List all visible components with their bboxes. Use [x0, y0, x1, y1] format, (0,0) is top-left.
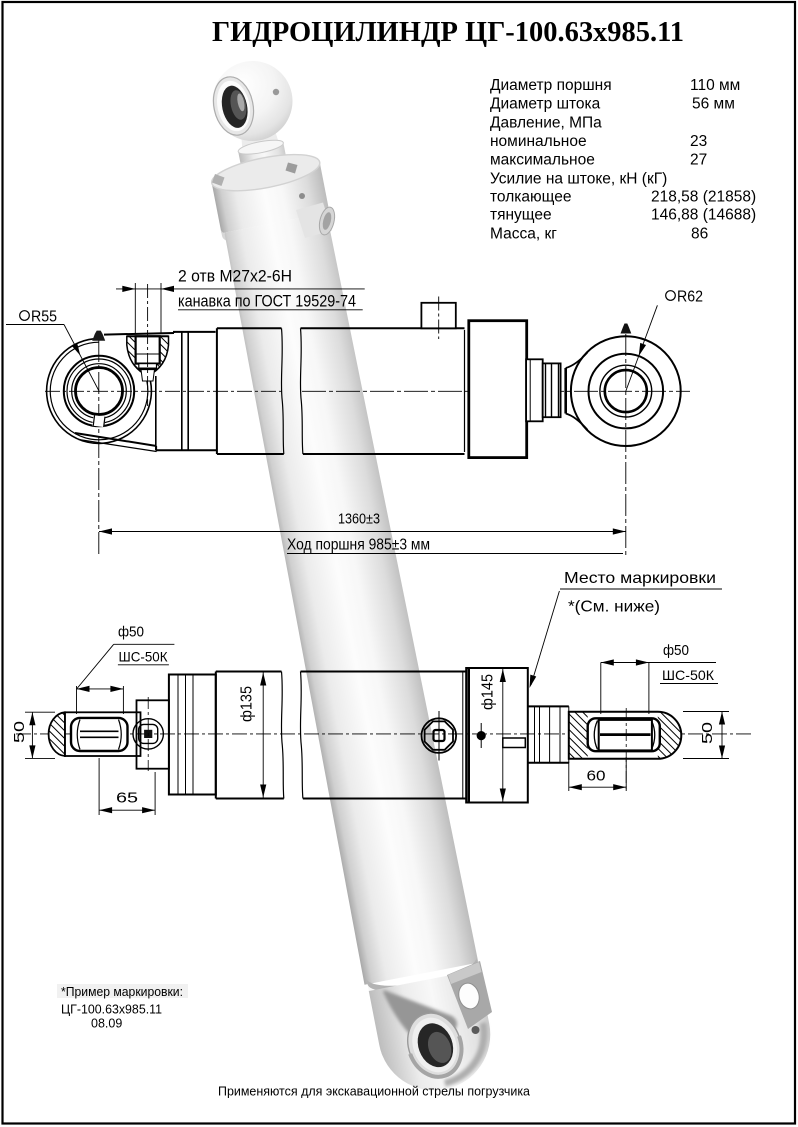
svg-text:60: 60	[587, 768, 606, 785]
svg-text:*Пример маркировки:: *Пример маркировки:	[61, 985, 183, 999]
svg-text:110 мм: 110 мм	[690, 77, 740, 94]
svg-text:Давление, МПа: Давление, МПа	[490, 115, 602, 132]
svg-text:50: 50	[11, 721, 28, 743]
svg-text:218,58 (21858): 218,58 (21858)	[651, 189, 756, 206]
svg-text:Ход поршня 985±3 мм: Ход поршня 985±3 мм	[287, 537, 430, 554]
svg-text:86: 86	[691, 226, 708, 243]
svg-text:ШС-50К: ШС-50К	[662, 667, 715, 683]
svg-text:23: 23	[690, 133, 707, 150]
svg-text:ШС-50К: ШС-50К	[119, 649, 169, 665]
svg-text:канавка по ГОСТ 19529-74: канавка по ГОСТ 19529-74	[178, 292, 356, 311]
svg-text:08.09: 08.09	[91, 1017, 122, 1031]
svg-text:максимальное: максимальное	[490, 152, 595, 169]
svg-text:ф135: ф135	[239, 686, 256, 722]
svg-text:65: 65	[116, 790, 138, 807]
svg-text:27: 27	[690, 152, 707, 169]
svg-text:56 мм: 56 мм	[692, 96, 735, 113]
svg-text:номинальное: номинальное	[490, 133, 587, 150]
svg-text:толкающее: толкающее	[490, 189, 571, 206]
svg-text:R62: R62	[677, 289, 703, 306]
svg-text:2 отв М27х2-6Н: 2 отв М27х2-6Н	[178, 267, 292, 286]
svg-text:1360±3: 1360±3	[338, 512, 380, 528]
svg-text:ф50: ф50	[118, 624, 144, 641]
svg-text:R55: R55	[31, 309, 57, 326]
svg-text:Применяются для экскавационной: Применяются для экскавационной стрелы по…	[218, 1084, 531, 1099]
svg-text:ГИДРОЦИЛИНДР ЦГ-100.63х985.11: ГИДРОЦИЛИНДР ЦГ-100.63х985.11	[212, 17, 684, 48]
svg-text:ЦГ-100.63х985.11: ЦГ-100.63х985.11	[61, 1003, 162, 1017]
svg-text:Диаметр штока: Диаметр штока	[490, 96, 601, 113]
svg-text:Диаметр поршня: Диаметр поршня	[490, 77, 612, 94]
svg-text:50: 50	[699, 722, 716, 744]
svg-text:тянущее: тянущее	[490, 207, 552, 224]
svg-text:Усилие на штоке, кН (кГ): Усилие на штоке, кН (кГ)	[490, 171, 667, 188]
svg-text:ф145: ф145	[480, 674, 497, 710]
svg-text:146,88 (14688): 146,88 (14688)	[651, 207, 756, 224]
svg-text:Место маркировки: Место маркировки	[564, 570, 716, 587]
svg-text:ф50: ф50	[663, 642, 689, 659]
svg-text:Масса, кг: Масса, кг	[490, 226, 557, 243]
svg-text:*(См. ниже): *(См. ниже)	[568, 599, 660, 616]
